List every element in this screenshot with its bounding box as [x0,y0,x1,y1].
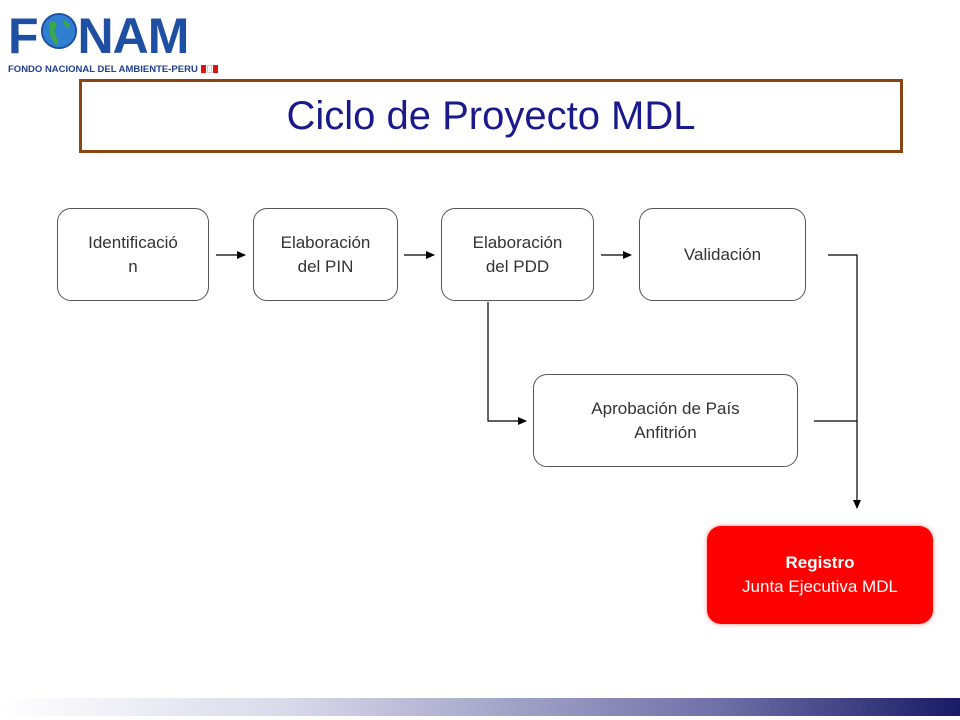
flag-stripe-icon [213,65,219,73]
arrow-pdd-to-aprobacion [487,302,527,425]
footer-gradient-bar [0,698,960,716]
flag-stripe-icon [207,65,213,73]
page-title: Ciclo de Proyecto MDL [286,93,696,138]
flag-stripe-icon [201,65,207,73]
connector-validacion-to-registro [828,254,861,509]
logo-subtitle: FONDO NACIONAL DEL AMBIENTE-PERU [8,64,219,75]
title-box: Ciclo de Proyecto MDL [79,79,903,153]
globe-icon [40,12,78,50]
node-validacion: Validación [639,208,806,301]
